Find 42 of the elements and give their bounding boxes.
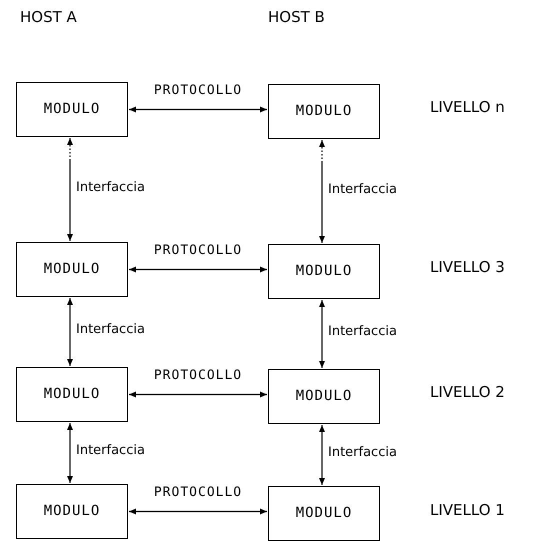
edge-label: PROTOCOLLO <box>154 368 242 382</box>
arrow <box>67 298 73 366</box>
module-label: MODULO <box>296 504 352 523</box>
edge-label: Interfaccia <box>76 323 145 336</box>
host-heading: HOST A <box>20 10 77 25</box>
module-label: MODULO <box>44 260 100 279</box>
arrow <box>67 138 73 241</box>
edge-label: Interfaccia <box>76 444 145 457</box>
arrow <box>67 423 73 483</box>
module-box <box>268 244 380 299</box>
module-label: MODULO <box>44 100 100 119</box>
level-label: LIVELLO 1 <box>430 503 505 518</box>
module-box <box>16 82 128 137</box>
module-box <box>16 484 128 539</box>
edge-label: Interfaccia <box>328 446 397 459</box>
edge-label: PROTOCOLLO <box>154 84 242 96</box>
edge-label: PROTOCOLLO <box>154 486 242 498</box>
arrow <box>129 266 267 272</box>
arrow <box>129 508 267 514</box>
module-label: MODULO <box>44 502 100 521</box>
module-box <box>16 242 128 297</box>
level-label: LIVELLO 2 <box>430 385 505 400</box>
level-label: LIVELLO 3 <box>430 260 505 275</box>
arrow <box>129 106 267 112</box>
module-box <box>16 367 128 422</box>
host-heading: HOST B <box>268 10 325 25</box>
module-label: MODULO <box>296 262 352 281</box>
module-label: MODULO <box>296 102 352 121</box>
arrow <box>319 425 325 485</box>
edge-label: Interfaccia <box>76 180 145 194</box>
module-box <box>268 486 380 541</box>
arrow <box>319 300 325 368</box>
edge-label: Interfaccia <box>328 182 397 196</box>
module-label: MODULO <box>296 387 352 406</box>
arrow <box>129 392 267 398</box>
module-label: MODULO <box>44 385 100 404</box>
arrow <box>319 140 325 243</box>
module-box <box>268 369 380 424</box>
level-label: LIVELLO n <box>430 100 505 115</box>
edge-label: PROTOCOLLO <box>154 244 242 256</box>
module-box <box>268 84 380 139</box>
edge-label: Interfaccia <box>328 325 397 338</box>
